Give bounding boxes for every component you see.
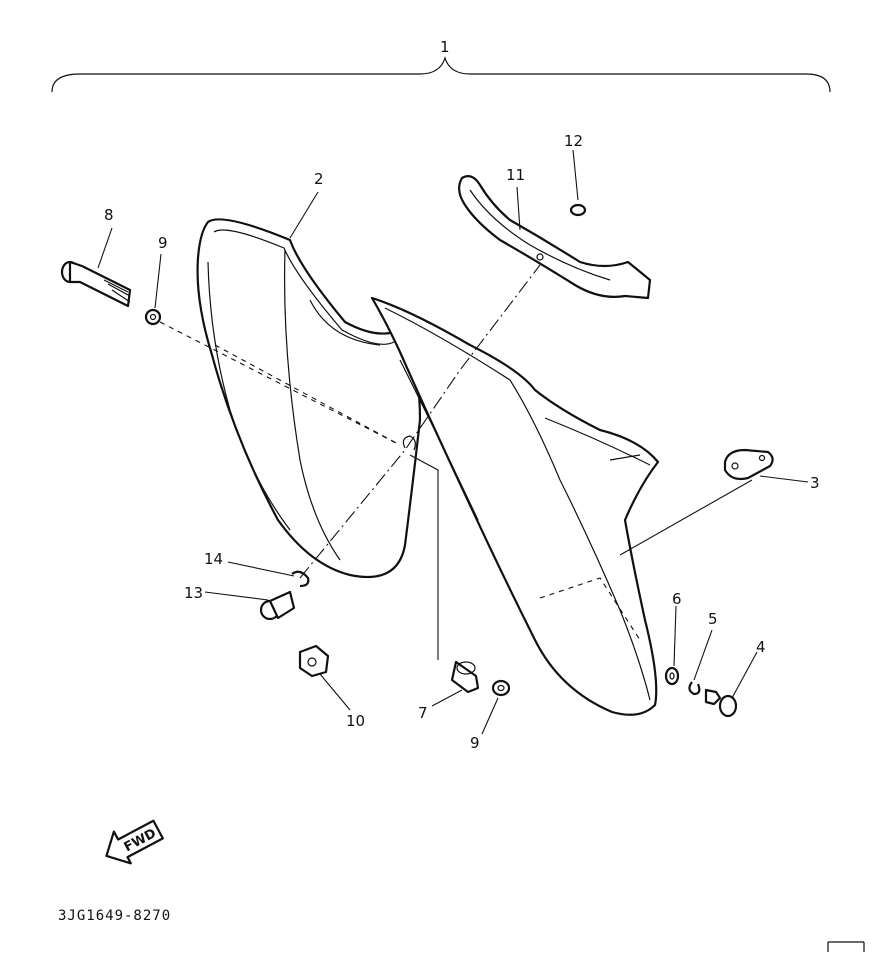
spring-washer xyxy=(688,681,701,696)
callout-5: 5 xyxy=(708,610,718,628)
washer-lower xyxy=(491,679,511,697)
screw-13 xyxy=(259,590,296,621)
side-cover-left xyxy=(196,218,422,579)
callout-12: 12 xyxy=(564,132,583,150)
collar-7 xyxy=(450,660,480,694)
clip-14 xyxy=(291,570,310,588)
washer-small xyxy=(569,203,587,217)
washer-upper xyxy=(144,308,162,326)
callout-6: 6 xyxy=(672,590,682,608)
bracket-plate xyxy=(458,175,652,300)
side-cover-right xyxy=(370,296,660,716)
nut-10 xyxy=(298,644,330,678)
fwd-arrow-icon: FWD xyxy=(105,819,164,865)
callout-13: 13 xyxy=(184,584,203,602)
callout-8: 8 xyxy=(104,206,114,224)
callout-9-lower: 9 xyxy=(470,734,480,752)
callout-4: 4 xyxy=(756,638,766,656)
callout-1: 1 xyxy=(440,38,450,56)
assembly-bracket xyxy=(51,55,831,93)
corner-mark xyxy=(827,941,865,952)
washer-6 xyxy=(664,666,680,686)
callout-2: 2 xyxy=(314,170,324,188)
drawing-code: 3JG1649-8270 xyxy=(58,908,171,924)
callout-11: 11 xyxy=(506,166,525,184)
screw-4 xyxy=(704,688,738,718)
collar-plate xyxy=(723,448,774,481)
callout-14: 14 xyxy=(204,550,223,568)
callout-7: 7 xyxy=(418,704,428,722)
long-bolt xyxy=(60,260,132,308)
callout-9-upper: 9 xyxy=(158,234,168,252)
callout-10: 10 xyxy=(346,712,365,730)
callout-3: 3 xyxy=(810,474,820,492)
